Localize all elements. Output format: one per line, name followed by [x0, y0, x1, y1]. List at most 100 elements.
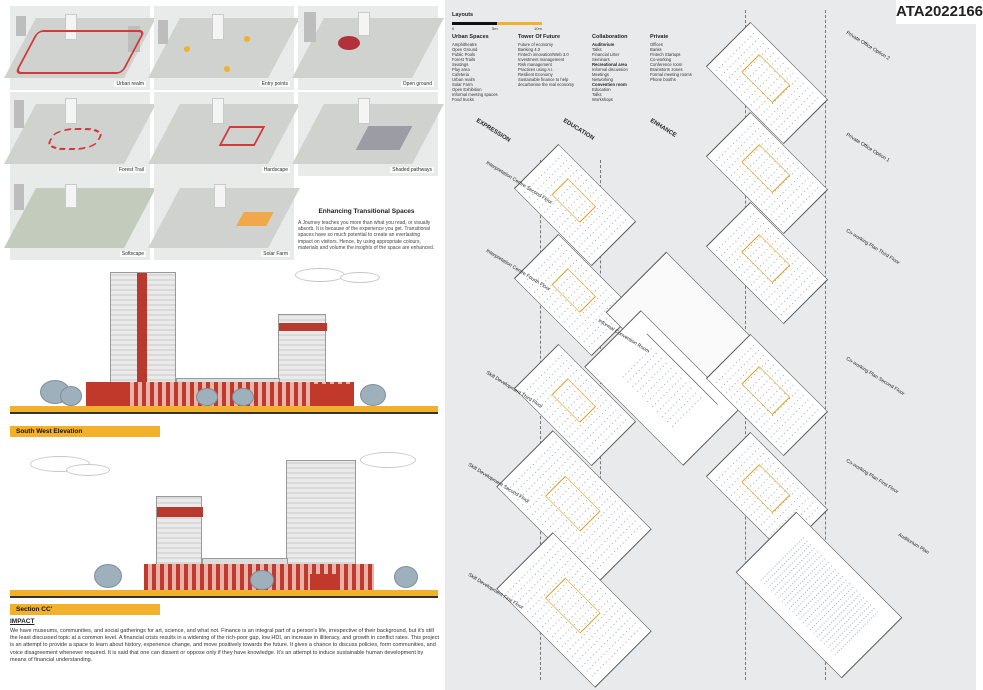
- tree: [394, 566, 418, 588]
- section-cc-label: Section CC': [10, 604, 160, 615]
- context-building: [14, 184, 24, 210]
- tower-crown: [157, 507, 203, 517]
- legend-item: Meetings: [592, 72, 609, 77]
- tree: [196, 388, 218, 406]
- legend-item: Food trucks: [452, 97, 474, 102]
- site-view-entry-points: Entry points: [148, 6, 300, 90]
- arcade-podium: [86, 382, 354, 406]
- site-view-label: Solar Farm: [261, 251, 290, 257]
- tower-crown: [279, 323, 327, 331]
- legend-item: Informal discussion: [592, 67, 628, 72]
- legend-item: Talks: [592, 92, 602, 97]
- legend-item: Solar Farm: [452, 82, 473, 87]
- transitional-spaces-body: A Journey teaches you more than what you…: [298, 220, 435, 251]
- legend-item: Banking 4.0: [518, 47, 541, 52]
- project-code-badge: ATA2022166: [896, 0, 983, 24]
- site-view-label: Forest Trail: [116, 167, 146, 173]
- tower-block: [65, 98, 77, 124]
- transitional-spaces-text: Enhancing Transitional Spaces A Journey …: [298, 176, 435, 262]
- context-building: [128, 26, 140, 52]
- entry-marker: [224, 66, 230, 72]
- cloud: [66, 464, 110, 476]
- legend-item: Amphitheatre: [452, 42, 477, 47]
- legend-item: Resilient Economy: [518, 72, 553, 77]
- scale-tick: 10m: [534, 26, 542, 31]
- south-west-elevation: [10, 262, 438, 442]
- legend-title: Layouts: [452, 12, 474, 18]
- legend-item: Formal meeting rooms: [650, 72, 692, 77]
- scale-tick: 0: [452, 26, 455, 31]
- site-ground: [4, 188, 156, 248]
- legend-item: Informal meeting spaces: [452, 92, 498, 97]
- tree: [360, 384, 386, 406]
- legend-column-collaboration: Collaboration Auditorium Talks Financial…: [592, 34, 628, 102]
- legend-heading: Tower Of Future: [518, 34, 561, 40]
- context-building: [16, 16, 26, 36]
- legend-column-private: Private Offices Banks Fintech Startups C…: [650, 34, 692, 82]
- legend-item: Phone booths: [650, 77, 676, 82]
- site-view-label: Open ground: [400, 81, 434, 87]
- legend-item: Seatings: [452, 62, 469, 67]
- legend-item: Conference room: [650, 62, 683, 67]
- transitional-spaces-title: Enhancing Transitional Spaces: [318, 208, 415, 215]
- south-west-elevation-label: South West Elevation: [10, 426, 160, 437]
- site-view-urban-realm: Urban realm: [4, 6, 156, 90]
- site-view-open-ground: Open ground: [292, 6, 444, 90]
- scale-tick: 5m: [492, 26, 498, 31]
- site-view-label: Shaded pathways: [390, 167, 434, 173]
- site-view-label: Hardscape: [261, 167, 290, 173]
- tower-block: [212, 14, 224, 40]
- legend-item: Financial Litter: [592, 52, 620, 57]
- podium-block: [86, 382, 126, 406]
- legend-heading: Collaboration: [592, 34, 628, 40]
- ground-strip: [10, 406, 438, 412]
- legend-item: Cafeteria: [452, 72, 469, 77]
- legend-item: Play area: [452, 67, 470, 72]
- site-view-label: Entry points: [259, 81, 290, 87]
- legend-column-urban-spaces: Urban Spaces Amphitheatre Open Ground Pu…: [452, 34, 498, 102]
- impact-title: IMPACT: [10, 618, 35, 625]
- tree: [250, 570, 274, 590]
- legend-item: Forest Trails: [452, 57, 476, 62]
- tower-block: [65, 184, 77, 208]
- cloud: [295, 268, 345, 282]
- site-view-label: Urban realm: [114, 81, 146, 87]
- tower-block: [358, 12, 370, 36]
- legend-item: Future of economy: [518, 42, 553, 47]
- legend-item: Offices: [650, 42, 663, 47]
- impact-body: We have museums, communities, and social…: [10, 628, 439, 663]
- tower-block: [212, 98, 224, 124]
- scale-segment: [452, 22, 497, 25]
- legend-subheading: Convention room: [592, 82, 627, 87]
- open-ground-marker: [338, 36, 360, 50]
- legend-heading: Urban Spaces: [452, 34, 489, 40]
- legend-item: Risk management: [518, 62, 552, 67]
- legend-item: Education: [592, 87, 611, 92]
- section-cc: [10, 446, 438, 616]
- ground-strip: [10, 590, 438, 596]
- legend-subheading: Recreational area: [592, 62, 627, 67]
- podium-block: [310, 384, 354, 406]
- impact-section: IMPACT We have museums, communities, and…: [10, 618, 440, 664]
- legend-item: Practices using A.I.: [518, 67, 554, 72]
- legend-item: Open Exhibition: [452, 87, 482, 92]
- scale-bar: 0 5m 10m: [452, 22, 542, 31]
- legend-item: Workshops: [592, 97, 613, 102]
- legend-subheading: Auditorium: [592, 42, 615, 47]
- scale-segment: [497, 22, 542, 25]
- layouts-legend: Layouts 0 5m 10m Urban Spaces Amphitheat…: [452, 12, 732, 112]
- cloud: [360, 452, 416, 468]
- tower-block: [214, 184, 226, 208]
- podium-block: [310, 574, 340, 590]
- tree: [60, 386, 82, 406]
- legend-heading: Private: [650, 34, 669, 40]
- vertical-guide: [825, 10, 826, 680]
- vertical-guide: [540, 160, 541, 680]
- cloud: [340, 272, 380, 283]
- legend-item: Co-working: [650, 57, 672, 62]
- legend-item: Sustainable finance to help decarbonise …: [518, 77, 575, 87]
- legend-item: Fintech innovation/Web 3.0: [518, 52, 569, 57]
- site-view-solar-farm: Solar Farm: [148, 176, 300, 260]
- site-view-label: Softscape: [119, 251, 146, 257]
- site-view-forest-trail: Forest Trail: [4, 92, 156, 176]
